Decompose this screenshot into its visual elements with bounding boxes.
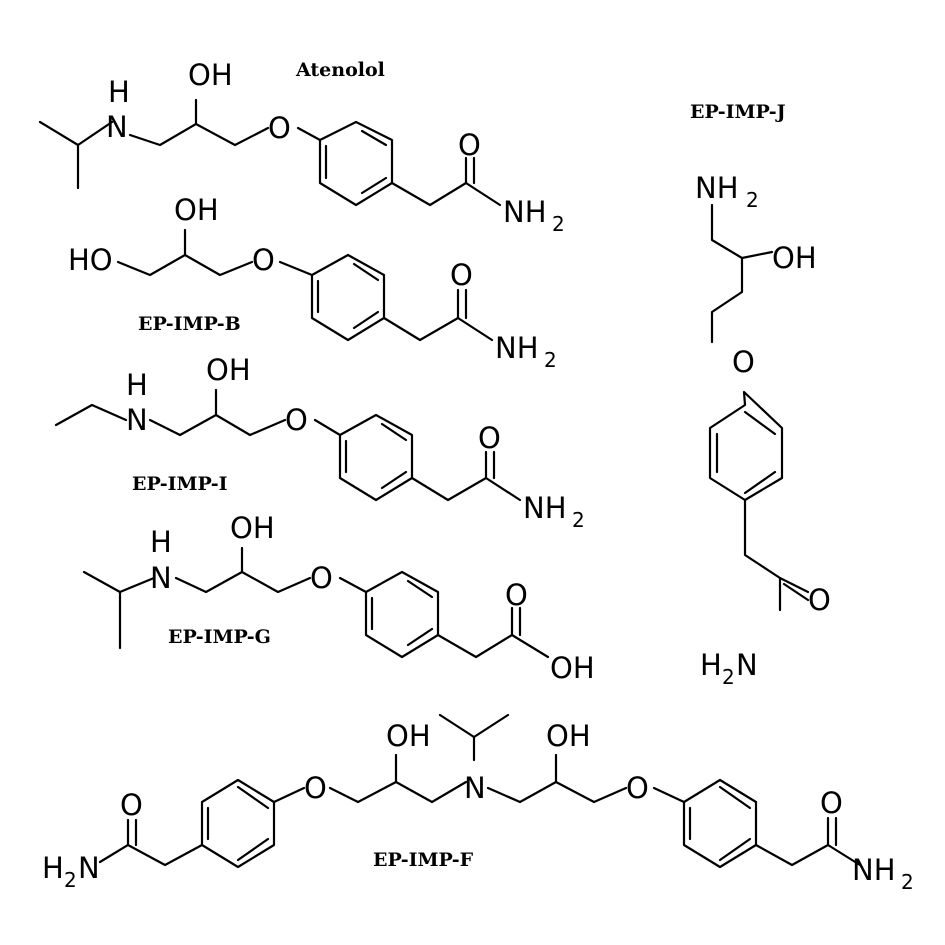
imp-b-carbonyl-o: O <box>450 258 473 292</box>
atenolol-oh: OH <box>188 58 233 92</box>
ep-imp-g-label: EP-IMP-G <box>168 626 271 648</box>
ep-imp-f-structure: H 2 N O O OH N OH O O NH 2 EP-IMP-F <box>42 713 914 894</box>
atenolol-ether-o: O <box>268 111 291 145</box>
imp-f-left-amide-n: N <box>78 851 100 885</box>
imp-b-amide-sub: 2 <box>544 348 557 372</box>
imp-g-carbonyl-o: O <box>505 578 528 612</box>
imp-g-nh-n: N <box>150 561 172 595</box>
imp-j-ether-o: O <box>732 345 755 379</box>
imp-f-central-n: N <box>464 771 486 805</box>
imp-g-nh-h: H <box>150 525 172 559</box>
imp-g-ether-o: O <box>310 561 333 595</box>
atenolol-nh-h: H <box>108 75 130 109</box>
imp-f-right-amide-nh: NH <box>852 853 896 887</box>
atenolol-label: Atenolol <box>295 59 385 81</box>
imp-f-right-ether-o: O <box>626 771 649 805</box>
imp-f-left-carbonyl-o: O <box>120 788 143 822</box>
atenolol-carbonyl-o: O <box>458 128 481 162</box>
atenolol-amide-sub: 2 <box>552 212 565 236</box>
imp-b-oh: OH <box>174 193 219 227</box>
imp-i-carbonyl-o: O <box>478 421 501 455</box>
ep-imp-i-label: EP-IMP-I <box>132 473 228 495</box>
ep-imp-i-structure: H N OH O O NH 2 EP-IMP-I <box>54 353 585 532</box>
imp-f-right-carbonyl-o: O <box>820 786 843 820</box>
ep-imp-j-structure: NH 2 OH O O H 2 N EP-IMP-J <box>690 101 831 689</box>
imp-b-amide-nh: NH <box>495 331 539 365</box>
imp-g-oh: OH <box>230 511 275 545</box>
atenolol-nh-n: N <box>106 110 128 144</box>
ep-imp-j-label: EP-IMP-J <box>690 101 786 123</box>
imp-j-amide-h: H <box>700 648 722 682</box>
ep-imp-g-structure: H N OH O O OH EP-IMP-G <box>82 511 595 685</box>
imp-b-ether-o: O <box>252 243 275 277</box>
imp-f-left-amide-h: H <box>42 851 64 885</box>
ep-imp-b-structure: HO OH O O NH 2 EP-IMP-B <box>68 193 557 372</box>
imp-i-oh: OH <box>206 353 251 387</box>
imp-j-amide-sub: 2 <box>722 665 735 689</box>
imp-j-carbonyl-o: O <box>808 583 831 617</box>
imp-i-amide-sub: 2 <box>572 508 585 532</box>
imp-j-amide-n: N <box>736 648 758 682</box>
imp-j-amine-nh: NH <box>695 171 739 205</box>
imp-b-terminal-ho: HO <box>68 243 113 277</box>
imp-g-acid-oh: OH <box>550 651 595 685</box>
imp-f-right-oh: OH <box>546 719 591 753</box>
atenolol-structure: H N OH O O NH 2 Atenolol <box>38 58 565 236</box>
imp-f-right-amide-sub: 2 <box>901 870 914 894</box>
imp-i-nh-n: N <box>126 403 148 437</box>
imp-i-nh-h: H <box>126 368 148 402</box>
ep-imp-b-label: EP-IMP-B <box>138 313 241 335</box>
imp-i-ether-o: O <box>285 403 308 437</box>
imp-j-amine-sub: 2 <box>746 188 759 212</box>
imp-j-oh: OH <box>772 241 817 275</box>
ep-imp-f-label: EP-IMP-F <box>373 849 474 871</box>
imp-i-amide-nh: NH <box>523 491 567 525</box>
atenolol-amide-nh: NH <box>503 195 547 229</box>
imp-f-left-ether-o: O <box>304 771 327 805</box>
imp-f-left-amide-sub: 2 <box>64 868 77 892</box>
imp-f-left-oh: OH <box>386 719 431 753</box>
